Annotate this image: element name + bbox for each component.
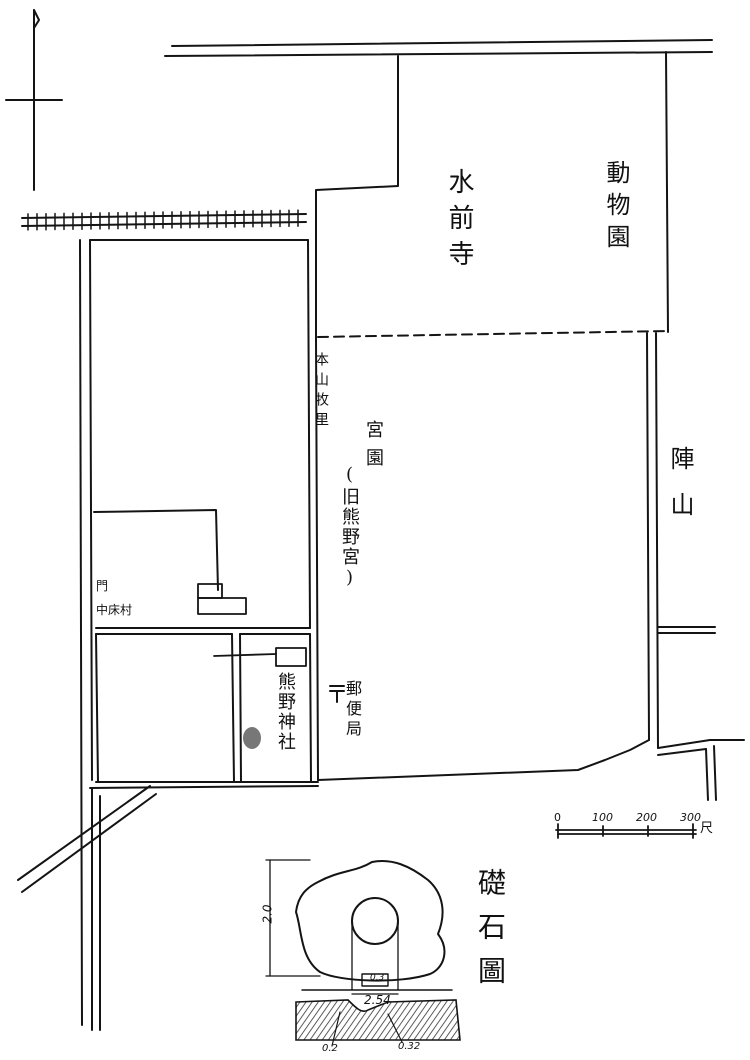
label-honzan-bokuchi: 本山牧里: [313, 352, 329, 432]
left-blocks: [79, 239, 319, 1031]
label-foundation-stone-figure: 礎石圖: [474, 868, 507, 1000]
diagonal-road: [17, 785, 157, 893]
scale-tick-300: 300: [680, 811, 701, 824]
stone-right-note: 0.32: [398, 1041, 421, 1052]
label-miyazono: 宮園: [363, 420, 384, 476]
label-nakatoko: 中床村: [96, 603, 133, 617]
post-office-symbol-icon: [329, 685, 345, 703]
zoo-block-outline: [315, 51, 669, 339]
label-post-office: 郵便局: [343, 680, 362, 740]
label-jinyama: 陣山: [666, 446, 694, 538]
scale-unit: 尺: [700, 821, 714, 836]
shrine-mark: [243, 727, 261, 749]
scale-tick-0: 0: [554, 811, 561, 824]
road-right: [657, 626, 745, 801]
label-mon: 門: [96, 579, 109, 593]
scale-bar: [555, 823, 697, 839]
stone-left-note: 0.2: [322, 1043, 338, 1054]
north-arrow-icon: [5, 9, 63, 191]
miyazono-block-outline: [315, 332, 659, 781]
label-kumano-jinja: 熊野神社: [275, 672, 296, 752]
scale-tick-100: 100: [592, 811, 613, 824]
label-suizenji: 水前寺: [444, 168, 474, 276]
stone-width-dim: 2.54: [364, 993, 391, 1007]
foundation-stone-drawing: [265, 859, 461, 1047]
stone-top-note: 0.3: [370, 973, 385, 983]
label-old-kumano: (旧熊野宮): [339, 464, 360, 590]
road-top: [164, 39, 713, 57]
stone-height-dim: 2.0: [260, 904, 275, 924]
scale-tick-200: 200: [636, 811, 657, 824]
label-zoo: 動物園: [602, 160, 630, 256]
gate-buildings: [197, 583, 307, 667]
railway-line: [21, 209, 307, 231]
